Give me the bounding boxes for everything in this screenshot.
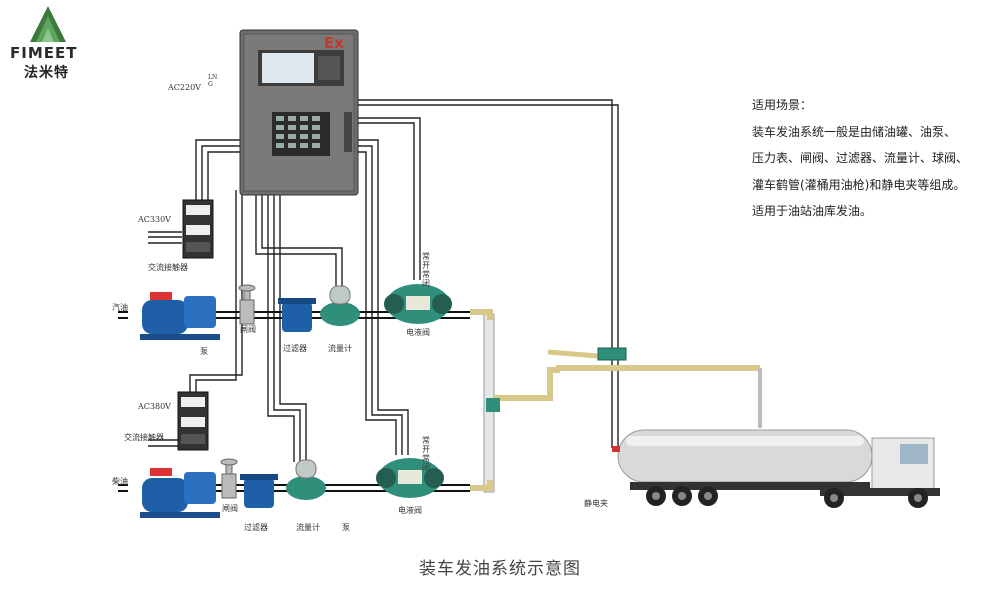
filter-top bbox=[278, 298, 316, 332]
filter-bottom bbox=[240, 474, 278, 508]
description-line: 压力表、闸阀、过滤器、流量计、球阀、 bbox=[752, 151, 969, 165]
label-filter-bottom: 过滤器 bbox=[244, 523, 268, 532]
company-logo: FIMEET 法米特 bbox=[6, 4, 92, 82]
label-flowmeter-top: 流量计 bbox=[328, 344, 352, 353]
logo-mark-icon bbox=[30, 6, 66, 42]
label-contactor-bottom: 交流接触器 bbox=[124, 433, 164, 442]
description-block: 适用场景： 装车发油系统一般是由储油罐、油泵、 压力表、闸阀、过滤器、流量计、球… bbox=[752, 92, 992, 225]
label-ac380: AC380V bbox=[138, 402, 171, 411]
description-line: 装车发油系统一般是由储油罐、油泵、 bbox=[752, 124, 957, 139]
pump-top bbox=[140, 292, 220, 340]
logo-brand-text: FIMEET bbox=[10, 44, 78, 62]
description-title: 适用场景： bbox=[752, 98, 813, 112]
label-diesel: 柴油 bbox=[112, 477, 128, 486]
loading-arm bbox=[494, 367, 560, 401]
tanker-truck bbox=[617, 429, 940, 496]
label-static-clamp: 静电夹 bbox=[584, 499, 608, 508]
solenoid-valve-top bbox=[384, 284, 452, 324]
label-open-close-top: 常开常闭 bbox=[422, 252, 430, 288]
flowmeter-top bbox=[320, 285, 360, 326]
solenoid-valve-bottom bbox=[376, 458, 444, 498]
keypad bbox=[276, 116, 320, 148]
contactor-bottom bbox=[177, 391, 209, 451]
label-solenoid-top: 电液阀 bbox=[406, 328, 430, 337]
gate-valve-bottom bbox=[220, 458, 238, 499]
control-cables bbox=[189, 99, 619, 462]
flowmeter-bottom bbox=[286, 459, 326, 500]
label-pump-top: 泵 bbox=[200, 347, 208, 356]
gate-valve-top bbox=[238, 284, 256, 325]
contactor-top bbox=[182, 199, 214, 259]
label-gate-valve-top: 闸阀 bbox=[240, 325, 256, 334]
power-lines bbox=[148, 231, 182, 447]
logo-brand-cn: 法米特 bbox=[24, 65, 69, 81]
label-flowmeter-bottom: 流量计 bbox=[296, 523, 320, 532]
label-lng: LNG bbox=[208, 74, 218, 88]
label-contactor-top: 交流接触器 bbox=[148, 263, 188, 272]
label-pump-bottom: 泵 bbox=[342, 523, 350, 532]
diagram-caption: 装车发油系统示意图 bbox=[419, 559, 581, 579]
description-line: 适用于油站油库发油。 bbox=[752, 204, 873, 218]
static-clamp-icon bbox=[612, 446, 620, 452]
pump-bottom bbox=[140, 468, 220, 518]
ex-mark: Ex bbox=[324, 34, 344, 52]
label-ac220: AC220V bbox=[168, 83, 201, 92]
label-ac330: AC330V bbox=[138, 215, 171, 224]
label-filter-top: 过滤器 bbox=[283, 344, 307, 353]
control-cabinet bbox=[239, 29, 359, 196]
description-line: 灌车鹤管(灌桶用油枪)和静电夹等组成。 bbox=[752, 177, 966, 192]
label-gate-valve-bottom: 闸阀 bbox=[222, 504, 238, 513]
label-gasoline: 汽油 bbox=[112, 303, 128, 312]
label-open-close-bottom: 常开常闭 bbox=[422, 436, 430, 472]
label-solenoid-bottom: 电液阀 bbox=[398, 506, 422, 515]
